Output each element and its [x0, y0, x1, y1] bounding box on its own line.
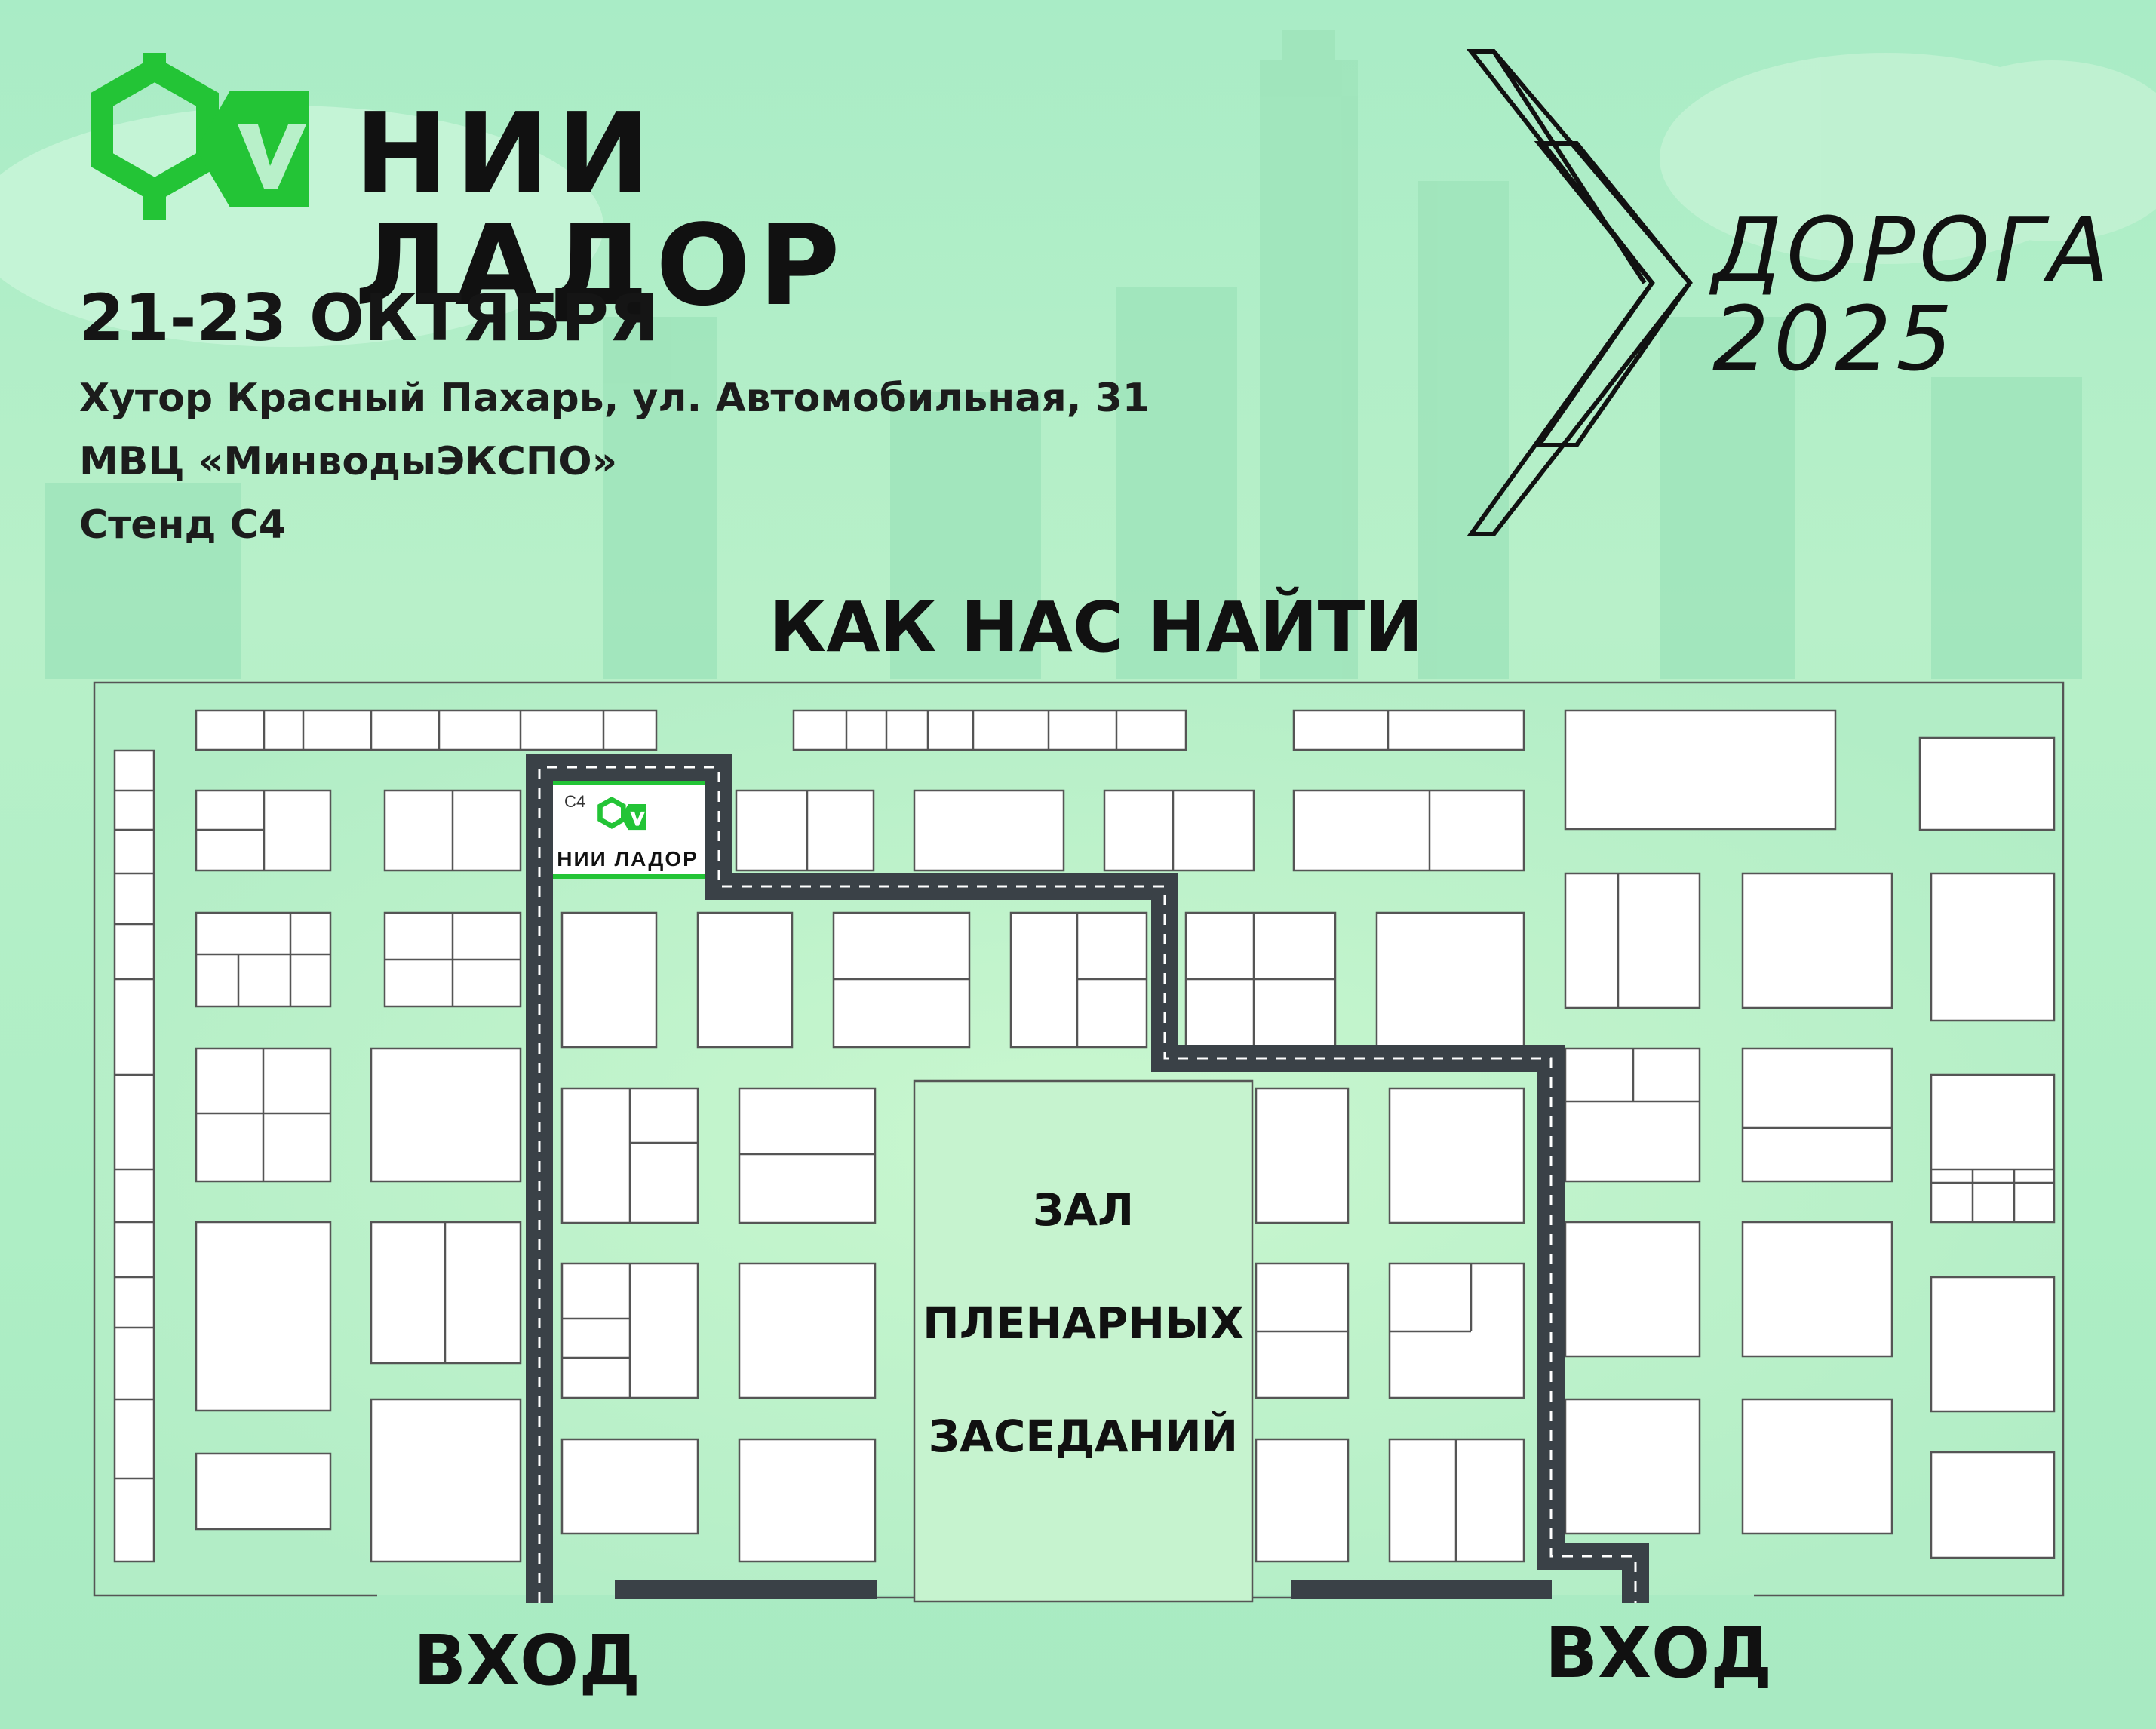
booth-c4-highlight: [546, 780, 709, 879]
event-logo-line2: 2025: [1712, 287, 1958, 391]
entrance-door-right: [1291, 1580, 1552, 1599]
event-chevron-logo: [1466, 49, 1693, 536]
event-dates: 21-23 ОКТЯБРЯ: [79, 281, 659, 356]
stand-number: Стенд С4: [79, 502, 286, 548]
address-line: Хутор Красный Пахарь, ул. Автомобильная,…: [79, 376, 1150, 421]
background-city-illustration: [0, 30, 2156, 679]
brand-name: НИИ ЛАДОР: [355, 89, 848, 330]
map-title: КАК НАС НАЙТИ: [769, 587, 1424, 668]
entrance-label-right: ВХОД: [1545, 1613, 1773, 1694]
hall-label-line3: ЗАСЕДАНИЙ: [928, 1411, 1239, 1462]
venue-name: МВЦ «МинводыЭКСПО»: [79, 439, 618, 484]
hall-label-line1: ЗАЛ: [1032, 1184, 1135, 1236]
route-path: [526, 754, 1649, 1603]
hexagon-checkmark-icon: [91, 53, 309, 220]
brand-logo: НИИ ЛАДОР: [83, 53, 1109, 321]
event-logo-line1: ДОРОГА: [1712, 198, 2114, 302]
booth-dividers: [115, 711, 2054, 1562]
hall-label-line2: ПЛЕНАРНЫХ: [923, 1298, 1244, 1349]
entrance-label-left: ВХОД: [413, 1620, 641, 1701]
entrance-door-left: [615, 1580, 877, 1599]
booth-name: НИИ ЛАДОР: [557, 847, 699, 871]
booth-code: С4: [564, 792, 585, 811]
